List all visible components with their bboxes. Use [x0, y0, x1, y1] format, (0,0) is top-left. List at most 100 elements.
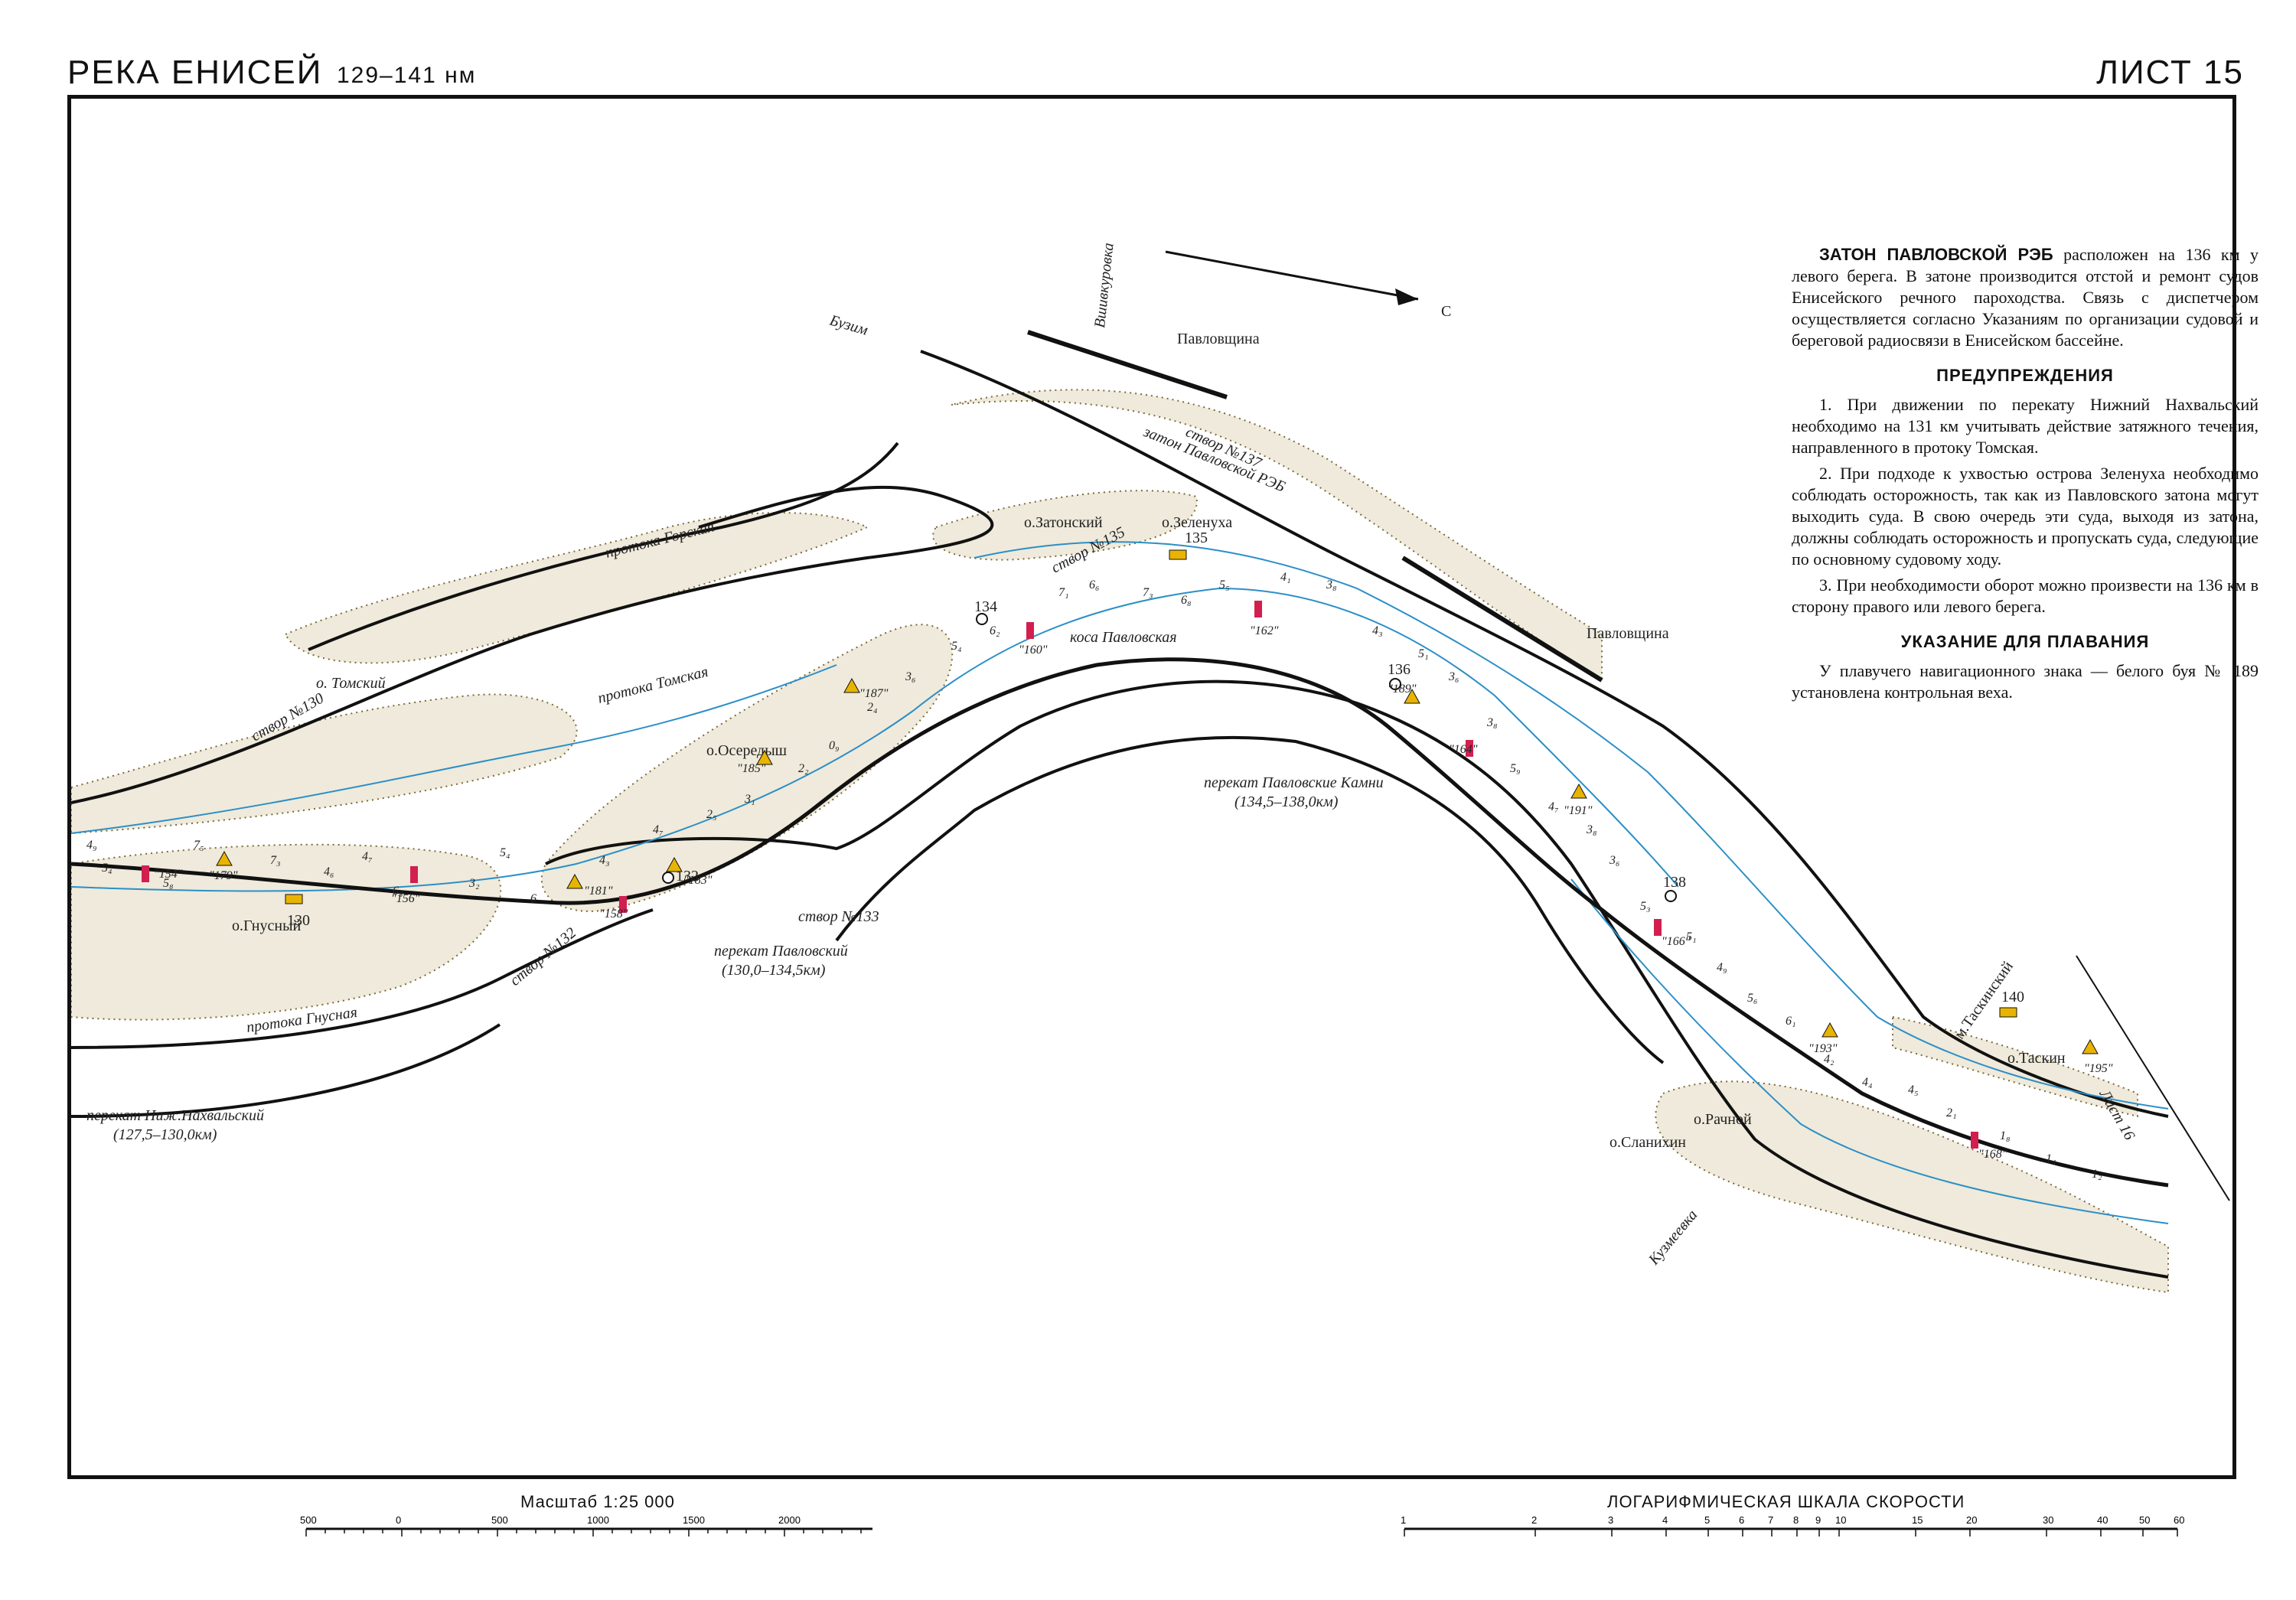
depth-sounding: 3₈ [1586, 823, 1597, 836]
svg-text:"164": "164" [1449, 743, 1478, 756]
gnusnaya-channel [71, 908, 654, 1049]
island-label: о.Осередыш [706, 742, 788, 759]
depth-sounding: 4₉ [86, 839, 97, 852]
linear-scale: Масштаб 1:25 000 50005001000150020002500… [291, 1492, 903, 1562]
buoy-179: "179" [209, 850, 238, 882]
north-arrow: С [1165, 250, 1451, 320]
island-label: о.Зеленуха [1162, 514, 1232, 531]
alignment-label: створ №133 [798, 908, 879, 925]
buoy-181: "181" [566, 873, 613, 898]
island-label: о.Таскин [2007, 1050, 2066, 1067]
depth-sounding: 7₁ [1058, 586, 1069, 599]
buoy-168: "168" [1971, 1132, 2007, 1161]
svg-text:"162": "162" [1250, 624, 1279, 637]
depth-sounding: 5₄ [102, 862, 113, 875]
km-post-140: 140 [1999, 989, 2024, 1018]
svg-text:"185": "185" [737, 762, 766, 775]
depth-sounding: 2₁ [1946, 1106, 1957, 1119]
depth-sounding: 2₂ [798, 762, 809, 775]
depth-sounding: 5₆ [1747, 992, 1758, 1005]
buoy-164: "164" [1449, 740, 1478, 757]
fairway-line [71, 657, 2169, 1188]
depth-sounding: 4₇ [362, 850, 373, 863]
depth-sounding: 4₃ [599, 854, 610, 867]
speed-tick-label: 20 [1966, 1514, 1977, 1526]
svg-text:"189": "189" [1388, 683, 1417, 696]
depth-sounding: 6 [530, 892, 536, 905]
depth-sounding: 4₆ [324, 865, 334, 878]
speed-tick-label: 60 [2174, 1514, 2184, 1526]
svg-text:"156": "156" [391, 892, 420, 905]
svg-text:"166": "166" [1662, 935, 1691, 948]
notes-intro-text: расположен на 136 км у левого берега. В … [1792, 245, 2258, 350]
river-banks [71, 350, 2169, 1279]
island-label: о.Затонский [1024, 514, 1103, 531]
buoy-166: "166" [1654, 919, 1691, 948]
zaton-bank [920, 350, 2169, 1118]
depth-sounding: 3₆ [1448, 670, 1459, 683]
depth-sounding: 0₉ [829, 739, 840, 752]
island-label: о.Рачной [1694, 1111, 1752, 1128]
shoal-areas [71, 389, 2169, 1294]
river-title: РЕКА ЕНИСЕЙ [67, 54, 323, 91]
rift-range: (134,5–138,0км) [1234, 793, 1339, 810]
svg-text:"193": "193" [1808, 1042, 1838, 1055]
depth-sounding: 6₂ [990, 624, 1000, 637]
buoy-160: "160" [1019, 622, 1048, 657]
depth-sounding: 5₉ [1510, 762, 1521, 775]
gorskaya-channel [308, 442, 899, 651]
notes-panel: ЗАТОН ПАВЛОВСКОЙ РЭБ расположен на 136 к… [1792, 244, 2258, 708]
buoy-195: "195" [2082, 1038, 2113, 1075]
speed-tick-label: 1 [1401, 1514, 1406, 1526]
scale-tick-label: 1500 [683, 1514, 705, 1526]
buoy-187: "187" [843, 677, 889, 700]
svg-text:135: 135 [1185, 530, 1208, 546]
scale-tick-label: 500 [491, 1514, 508, 1526]
settlement-label: Павловщина [1177, 331, 1260, 347]
depth-soundings: 4₉5₄5₈7₅7₃4₆4₇6₃3₂5₄64₃4₇2₅3₁2₂0₉2₄3₆5₄6… [86, 571, 2102, 1181]
speed-tick-label: 7 [1768, 1514, 1773, 1526]
speed-scale-title: ЛОГАРИФМИЧЕСКАЯ ШКАЛА СКОРОСТИ [1607, 1492, 1965, 1511]
shoal-oseredysh-island [540, 624, 954, 912]
stream-label: Кузмеевка [1645, 1207, 1701, 1269]
speed-tick-label: 30 [2043, 1514, 2053, 1526]
scale-tick-label: 500 [300, 1514, 317, 1526]
warning-item: 1. При движении по перекату Нижний Нахва… [1792, 395, 2258, 457]
svg-text:140: 140 [2001, 989, 2024, 1005]
speed-tick-label: 8 [1793, 1514, 1799, 1526]
warnings-title: ПРЕДУПРЕЖДЕНИЯ [1936, 366, 2114, 385]
rift-name: перекат Павловский [714, 943, 848, 960]
depth-sounding: 4₃ [1372, 624, 1383, 637]
svg-text:130: 130 [287, 912, 310, 929]
channel-label: протока Томская [596, 663, 710, 707]
depth-sounding: 5₃ [1640, 900, 1651, 913]
buoy-191: "191" [1564, 783, 1593, 817]
svg-text:"154": "154" [154, 868, 183, 881]
left-bank-upper [71, 485, 994, 804]
depth-sounding: 7₃ [270, 854, 281, 867]
depth-sounding: 7₅ [194, 839, 204, 852]
depth-sounding: 1₈ [2000, 1129, 2011, 1142]
notes-intro-bold: ЗАТОН ПАВЛОВСКОЙ РЭБ [1819, 245, 2053, 264]
depth-sounding: 7₃ [1143, 586, 1153, 599]
shoal-label: коса Павловская [1070, 629, 1177, 646]
km-post-130: 130 [285, 894, 310, 929]
shoal-gnusny-island [71, 843, 502, 1021]
depth-sounding: 4₉ [1717, 961, 1727, 974]
depth-sounding: 5₁ [1418, 647, 1429, 660]
depth-sounding: 4₁ [1280, 571, 1291, 584]
depth-sounding: 4₇ [1548, 800, 1559, 813]
rift-range: (127,5–130,0км) [113, 1126, 217, 1143]
map-frame: С о. Томский о.Осередыш о.Гнусный о.Зато… [67, 95, 2258, 1479]
scale-tick-label: 0 [396, 1514, 401, 1526]
buoy-193: "193" [1808, 1022, 1838, 1055]
depth-sounding: 3₆ [1609, 854, 1620, 867]
depth-sounding: 1₄ [2046, 1152, 2056, 1165]
speed-tick-label: 15 [1912, 1514, 1923, 1526]
rift-range: (130,0–134,5км) [722, 962, 826, 979]
depth-sounding: 5₅ [1219, 578, 1230, 591]
buoys: "154" "156" "158" "160" "162" "164" "166… [142, 601, 2113, 1161]
depth-sounding: 2₄ [867, 701, 878, 714]
